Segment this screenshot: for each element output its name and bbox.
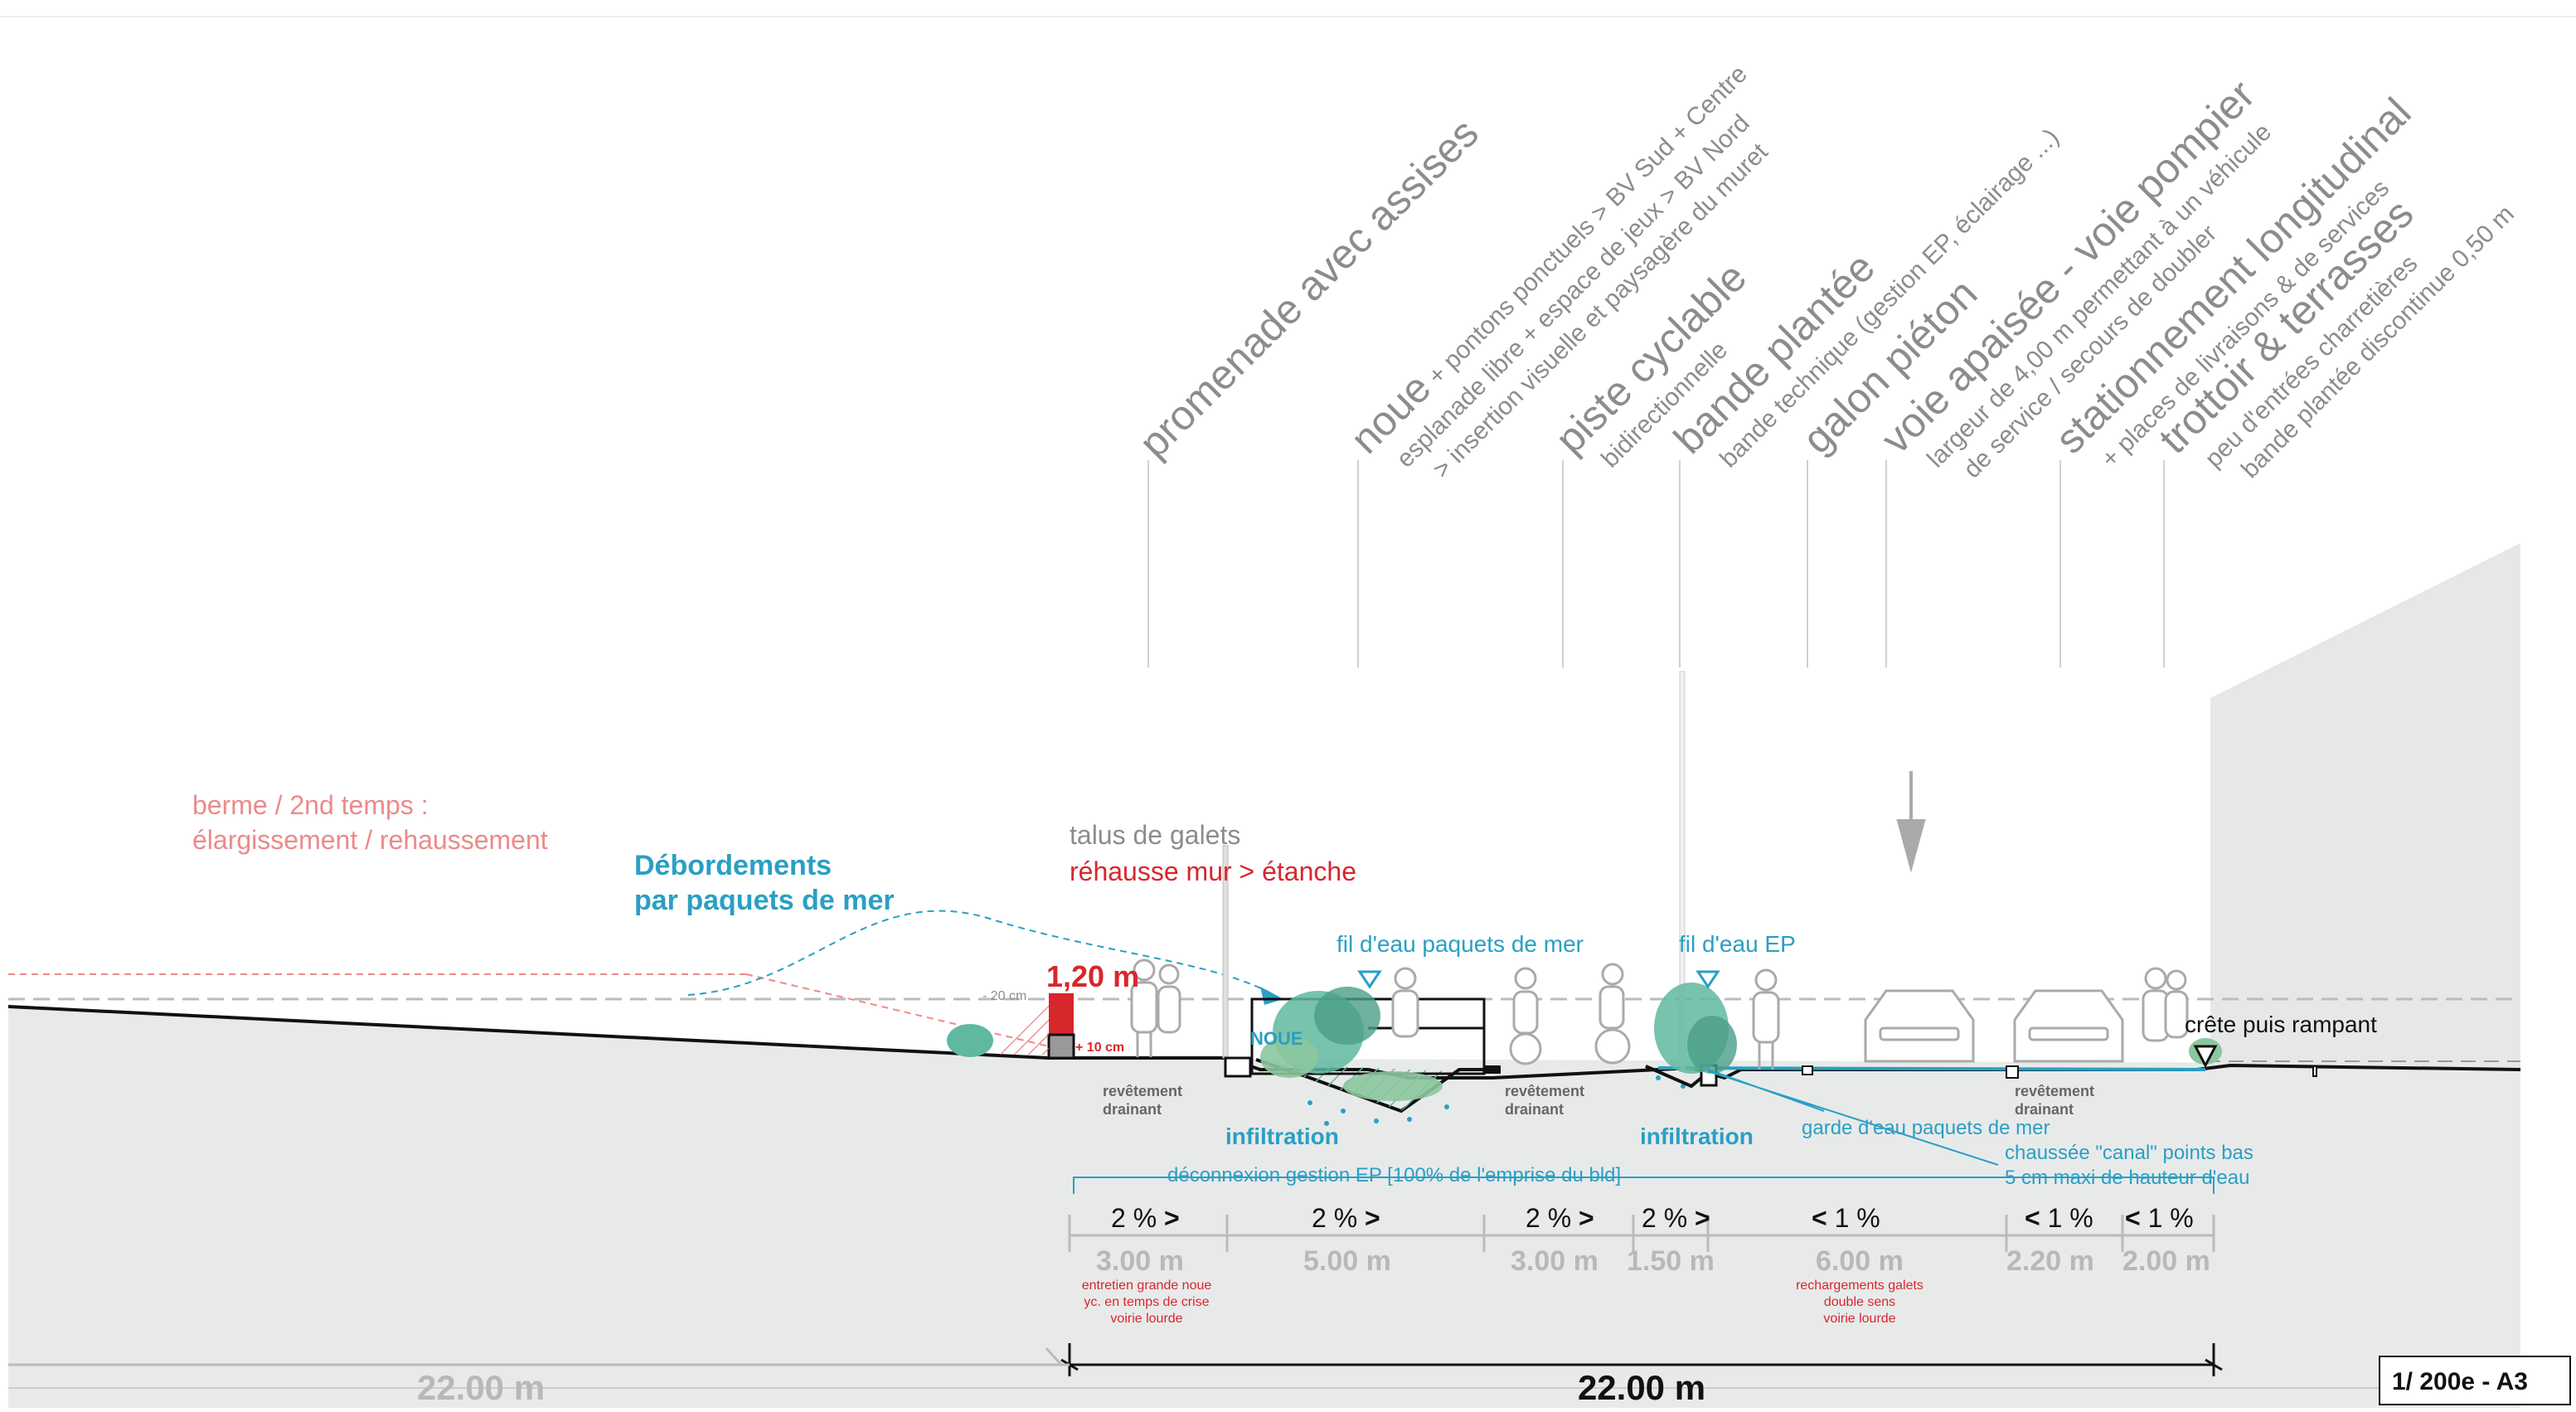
minus20-text: - 20 cm <box>982 989 1026 1003</box>
overflow-wave-line <box>687 910 1278 997</box>
notes: entretien grande noue yc. en temps de cr… <box>1082 1279 1924 1326</box>
debord-text-2: par paquets de mer <box>634 885 895 916</box>
note-noue-1: entretien grande noue <box>1082 1279 1212 1293</box>
width-labels: 3.00 m 5.00 m 3.00 m 1.50 m 6.00 m 2.20 … <box>1096 1245 2210 1277</box>
berme-shrub <box>947 1024 993 1057</box>
width-6: 2.20 m <box>2006 1245 2094 1277</box>
revet-right-2: drainant <box>2015 1101 2074 1118</box>
garde-text: garde d'eau paquets de mer <box>1802 1117 2050 1139</box>
width-3: 3.00 m <box>1511 1245 1598 1277</box>
height-text: 1,20 m <box>1046 959 1139 993</box>
deconnexion-bracket <box>1073 1177 2215 1194</box>
crest-marker <box>2189 1038 2222 1069</box>
note-noue-3: voirie lourde <box>1110 1312 1182 1326</box>
parked-cars <box>1864 989 2124 1063</box>
slope-3: 2 % > <box>1526 1203 1594 1233</box>
slope-labels: 2 % > 2 % > 2 % > 2 % > < 1 % < 1 % < 1 … <box>1111 1203 2194 1233</box>
rehausse-text: réhausse mur > étanche <box>1070 856 1356 886</box>
planted-strip-tree <box>1654 983 1737 1074</box>
slope-1: 2 % > <box>1111 1203 1180 1233</box>
scale-text: 1/ 200e - A3 <box>2392 1368 2528 1395</box>
fil-mer-marker <box>1357 970 1382 989</box>
debord-text-1: Débordements <box>634 850 832 881</box>
slope-7: < 1 % <box>2125 1203 2194 1233</box>
total-dimension-lines <box>1045 1343 2223 1376</box>
fil-ep-marker <box>1696 970 1720 989</box>
wall-base <box>1047 1033 1075 1060</box>
width-1: 3.00 m <box>1096 1245 1184 1277</box>
rotated-labels: promenade avec assises noue + pontons po… <box>1130 61 2520 484</box>
scale-box <box>2379 1356 2571 1405</box>
width-2: 5.00 m <box>1303 1245 1391 1277</box>
plus10-text: + 10 cm <box>1075 1041 1124 1055</box>
revet-right-1: revêtement <box>2015 1083 2094 1099</box>
note-noue-2: yc. en temps de crise <box>1084 1295 1209 1309</box>
revet-mid-2: drainant <box>1505 1101 1564 1118</box>
total-left: 22.00 m <box>417 1368 545 1407</box>
width-5: 6.00 m <box>1816 1245 1904 1277</box>
wall-embankment-hatch <box>995 995 1049 1055</box>
curb-left <box>1224 1056 1252 1078</box>
noue-vegetation <box>1260 987 1443 1101</box>
label-leaders <box>1147 460 2165 667</box>
berme-slope-line <box>745 973 1050 1047</box>
road-water-line <box>1657 1066 2206 1071</box>
infiltration-left: infiltration <box>1225 1123 1339 1149</box>
ponton-foot <box>1484 1065 1501 1074</box>
fil-ep-text: fil d'eau EP <box>1679 931 1796 957</box>
down-arrow-icon <box>1896 771 1926 873</box>
deconnexion-text: déconnexion gestion EP [100% de l'empris… <box>1167 1164 1621 1186</box>
note-voie-2: double sens <box>1824 1295 1895 1309</box>
total-right: 22.00 m <box>1578 1368 1705 1407</box>
overflow-arrow-icon <box>1260 987 1283 1005</box>
width-4: 1.50 m <box>1627 1245 1715 1277</box>
talus-text: talus de galets <box>1070 820 1240 850</box>
slope-5: < 1 % <box>1812 1203 1880 1233</box>
note-voie-3: voirie lourde <box>1823 1312 1895 1326</box>
wall-raise-red <box>1049 993 1074 1035</box>
note-voie-1: rechargements galets <box>1796 1279 1924 1293</box>
road-markers <box>1802 1065 2317 1079</box>
berme-text-1: berme / 2nd temps : <box>192 790 429 820</box>
chaussee-text-1: chaussée "canal" points bas <box>2005 1142 2253 1164</box>
revet-mid-1: revêtement <box>1505 1083 1584 1099</box>
berme-text-2: élargissement / rehaussement <box>192 825 548 855</box>
slope-2: 2 % > <box>1312 1203 1380 1233</box>
crete-text: crête puis rampant <box>2185 1012 2377 1037</box>
fil-mer-text: fil d'eau paquets de mer <box>1337 931 1584 957</box>
width-7: 2.00 m <box>2122 1245 2210 1277</box>
ground-mass <box>8 1007 2520 1408</box>
noue-text: NOUE <box>1250 1028 1303 1049</box>
revet-left-2: drainant <box>1103 1101 1162 1118</box>
pedestrians <box>1130 958 2189 1070</box>
chaussee-text-2: 5 cm maxi de hauteur d'eau <box>2005 1167 2249 1189</box>
water-leader-lines <box>1707 1069 1999 1166</box>
slope-4: 2 % > <box>1642 1203 1710 1233</box>
building-block <box>2210 543 2520 1070</box>
slope-6: < 1 % <box>2025 1203 2093 1233</box>
dimension-lines <box>1068 1215 2215 1252</box>
infiltration-right: infiltration <box>1640 1123 1754 1149</box>
revet-left-1: revêtement <box>1103 1083 1182 1099</box>
